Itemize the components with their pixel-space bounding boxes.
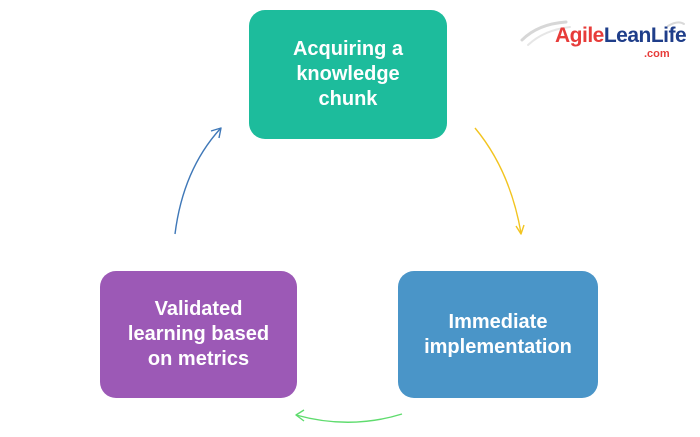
arrow-implement-to-validate [295, 413, 403, 423]
logo-part-life: Life [650, 24, 687, 47]
logo-part-agile: Agile [555, 24, 604, 47]
logo-part-lean: Lean [603, 24, 652, 47]
arrow-acquire-to-implement-head [515, 224, 525, 235]
node-acquiring-knowledge: Acquiring a knowledge chunk [249, 10, 447, 139]
node-immediate-implementation: Immediate implementation [398, 271, 598, 398]
arrow-validate-to-acquire [174, 128, 221, 235]
arrow-implement-to-validate-head [295, 409, 305, 422]
logo-wordmark: AgileLeanLife [555, 24, 687, 48]
node-validated-learning: Validated learning based on metrics [100, 271, 297, 398]
arrow-acquire-to-implement [474, 127, 522, 234]
logo-domain-suffix: .com [644, 48, 670, 60]
agileleanlife-logo: AgileLeanLife .com [518, 18, 688, 66]
logo-swoosh-icon [520, 20, 685, 46]
arrow-validate-to-acquire-head [210, 127, 222, 139]
